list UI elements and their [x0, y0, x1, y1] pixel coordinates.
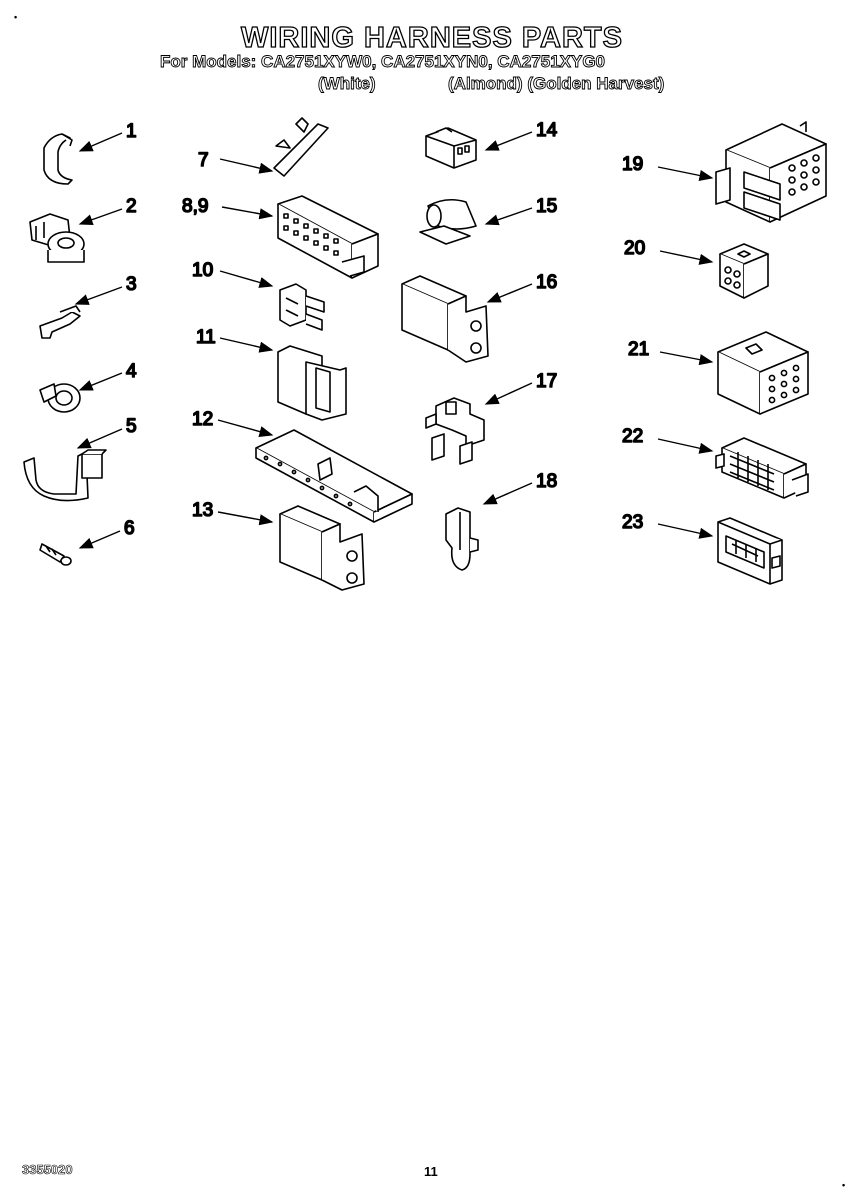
part-label-5: 5 [126, 416, 137, 437]
part-label-12: 12 [192, 409, 213, 430]
pointer-arrow [484, 207, 533, 226]
pointer-arrow [217, 419, 274, 438]
part-label-21: 21 [628, 339, 649, 360]
part-label-15: 15 [536, 196, 557, 217]
part-label-13: 13 [192, 500, 213, 521]
part-label-4: 4 [126, 361, 137, 382]
part-8-9-connector [277, 195, 379, 279]
pointer-arrow [76, 428, 123, 449]
pointer-arrow [484, 382, 533, 405]
part-label-1: 1 [126, 121, 137, 142]
part-13-socket [279, 505, 365, 591]
pointer-arrow [78, 132, 123, 152]
pointer-arrow [657, 438, 714, 454]
part-19-multiconnector [715, 121, 827, 223]
part-label-18: 18 [536, 471, 557, 492]
color-others: (Almond) (Golden Harvest) [448, 74, 665, 94]
pointer-arrow [482, 482, 533, 505]
part-label-16: 16 [536, 272, 557, 293]
part-2-clamp [29, 213, 85, 263]
part-label-22: 22 [622, 426, 643, 447]
models-line: For Models: CA2751XYW0, CA2751XYN0, CA27… [160, 52, 606, 72]
document-number: 3355020 [22, 1162, 73, 1178]
pointer-arrow [659, 250, 714, 265]
part-label-2: 2 [126, 196, 137, 217]
part-14-block [425, 127, 477, 169]
pointer-arrow [486, 283, 533, 303]
part-18-hook [445, 507, 479, 571]
part-3-retainer [39, 305, 81, 339]
pointer-arrow [78, 372, 123, 391]
part-10-plug [279, 283, 325, 331]
part-label-8-9: 8,9 [182, 196, 208, 217]
part-label-20: 20 [624, 238, 645, 259]
part-label-10: 10 [192, 260, 213, 281]
part-label-3: 3 [126, 274, 137, 295]
part-4-ring [39, 383, 81, 413]
part-16-socket [401, 275, 489, 363]
part-5-strap [23, 449, 107, 502]
pointer-arrow [78, 208, 123, 226]
part-21-cube [717, 331, 809, 415]
pointer-arrow [484, 131, 533, 151]
pointer-arrow [74, 286, 123, 305]
corner-mark: • [842, 1180, 846, 1190]
part-11-housing [277, 345, 347, 421]
part-6-pushpin [39, 543, 72, 566]
part-17-cross [425, 397, 485, 465]
pointer-arrow [219, 337, 274, 353]
part-label-19: 19 [622, 154, 643, 175]
pointer-arrow [657, 523, 714, 539]
part-label-17: 17 [536, 371, 557, 392]
part-label-14: 14 [536, 120, 558, 141]
pointer-arrow [219, 158, 274, 174]
part-22-grid [715, 437, 809, 499]
part-12-strip [255, 429, 413, 523]
pointer-arrow [219, 270, 274, 288]
part-1-clip [43, 133, 73, 185]
pointer-arrow [659, 351, 714, 366]
pointer-arrow [221, 206, 274, 220]
part-23-flat [717, 517, 783, 585]
part-20-block [719, 243, 769, 299]
pointer-arrow [78, 530, 121, 549]
color-white: (White) [318, 74, 376, 94]
page-number: 11 [424, 1164, 438, 1179]
part-15-sleeve [419, 198, 477, 245]
pointer-arrow [217, 511, 274, 526]
pointer-arrow [657, 166, 714, 181]
part-label-7: 7 [198, 150, 209, 171]
page-title: WIRING HARNESS PARTS [240, 21, 623, 54]
part-label-11: 11 [196, 327, 216, 348]
part-label-23: 23 [622, 512, 643, 533]
part-label-6: 6 [124, 518, 135, 539]
corner-mark: • [14, 12, 18, 22]
part-7-bar [273, 117, 329, 177]
